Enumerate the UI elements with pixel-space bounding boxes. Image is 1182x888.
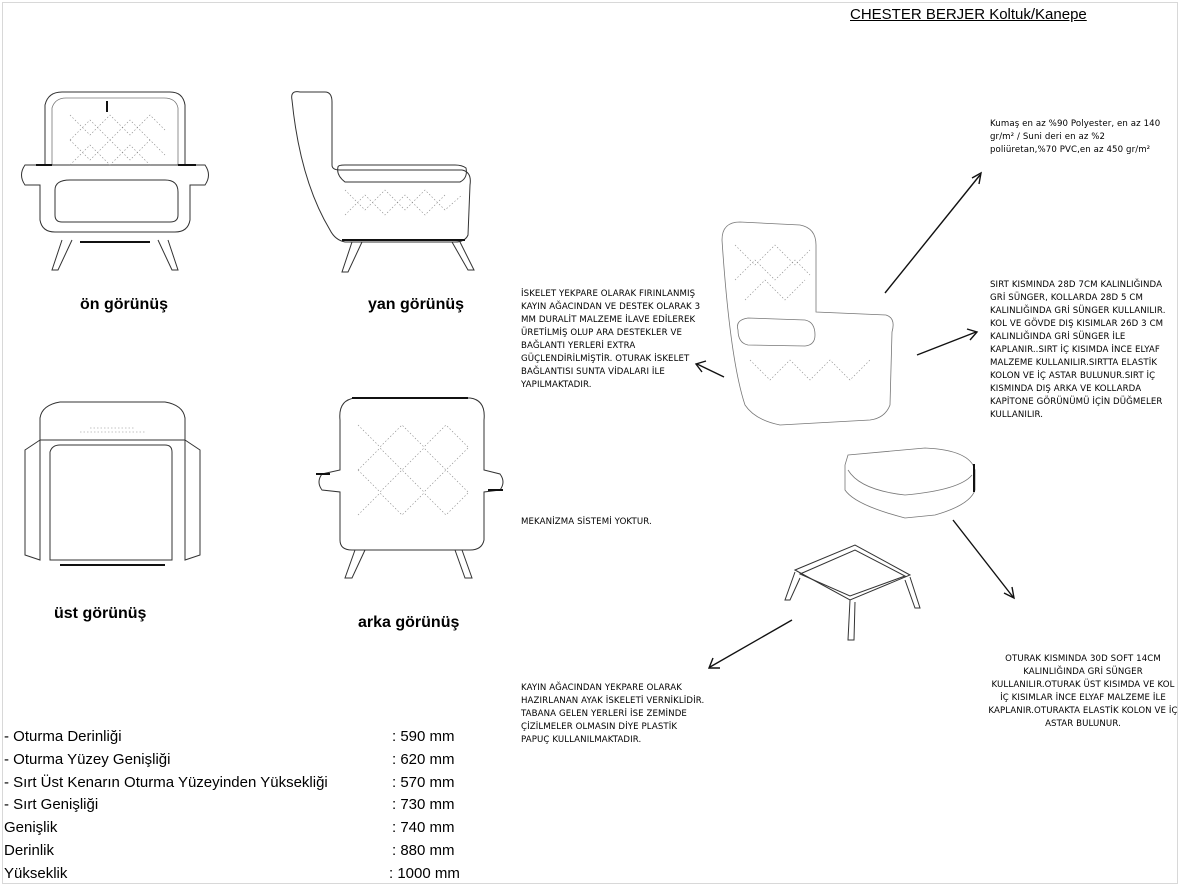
spec-row: Yükseklik : 1000 mm (4, 865, 474, 888)
specs-table: - Oturma Derinliği : 590 mm - Oturma Yüze… (4, 728, 474, 888)
fabric-note: Kumaş en az %90 Polyester, en az 140 gr/… (990, 119, 1161, 155)
spec-label: Yükseklik (4, 864, 68, 882)
side-view-drawing (291, 91, 475, 273)
pouf-drawing (844, 447, 976, 519)
spec-label: Derinlik (4, 841, 55, 859)
back-view-drawing (316, 397, 504, 579)
spec-value: : 730 mm (392, 796, 455, 814)
spec-value: : 880 mm (392, 841, 455, 859)
spec-row: - Sırt Genişliği : 730 mm (4, 796, 474, 819)
front-view-label: ön görünüş (80, 296, 168, 313)
spec-row: - Oturma Derinliği : 590 mm (4, 728, 474, 751)
page-title: CHESTER BERJER Koltuk/Kanepe (850, 6, 1087, 23)
back-view-label: arka görünüş (358, 614, 460, 631)
spec-label: - Oturma Yüzey Genişliği (4, 750, 171, 768)
front-view-drawing (21, 91, 209, 271)
spec-value: : 1000 mm (389, 864, 460, 882)
spec-row: - Sırt Üst Kenarın Oturma Yüzeyinden Yük… (4, 774, 474, 797)
spec-row: Derinlik : 880 mm (4, 842, 474, 865)
spec-label: - Oturma Derinliği (4, 728, 122, 745)
spec-label: Genişlik (4, 819, 58, 837)
spec-value: : 620 mm (392, 750, 455, 768)
legs-note: KAYIN AĞACINDAN YEKPARE OLARAK HAZIRLANA… (521, 683, 705, 745)
spec-row: - Oturma Yüzey Genişliği : 620 mm (4, 751, 474, 774)
spec-label: - Sırt Genişliği (4, 796, 99, 814)
mechanism-note: MEKANİZMA SİSTEMİ YOKTUR. (521, 517, 652, 527)
frame-note: İSKELET YEKPARE OLARAK FIRINLANMIŞ KAYIN… (521, 289, 701, 390)
seat-note: OTURAK KISMINDA 30D SOFT 14CM KALINLIĞIN… (988, 654, 1178, 729)
side-view-label: yan görünüş (368, 296, 465, 313)
annotation-arrows (694, 171, 1015, 669)
leg-frame-drawing (784, 544, 921, 641)
spec-label: - Sırt Üst Kenarın Oturma Yüzeyinden Yük… (4, 773, 328, 791)
foam-back-note: SIRT KISMINDA 28D 7CM KALINLIĞINDA GRİ S… (990, 280, 1166, 420)
spec-value: : 590 mm (392, 728, 455, 745)
top-view-drawing (24, 401, 201, 566)
top-view-label: üst görünüş (54, 605, 147, 622)
spec-row: Genişlik : 740 mm (4, 819, 474, 842)
perspective-chair-drawing (721, 221, 894, 426)
spec-value: : 570 mm (392, 773, 455, 791)
spec-value: : 740 mm (392, 819, 455, 837)
